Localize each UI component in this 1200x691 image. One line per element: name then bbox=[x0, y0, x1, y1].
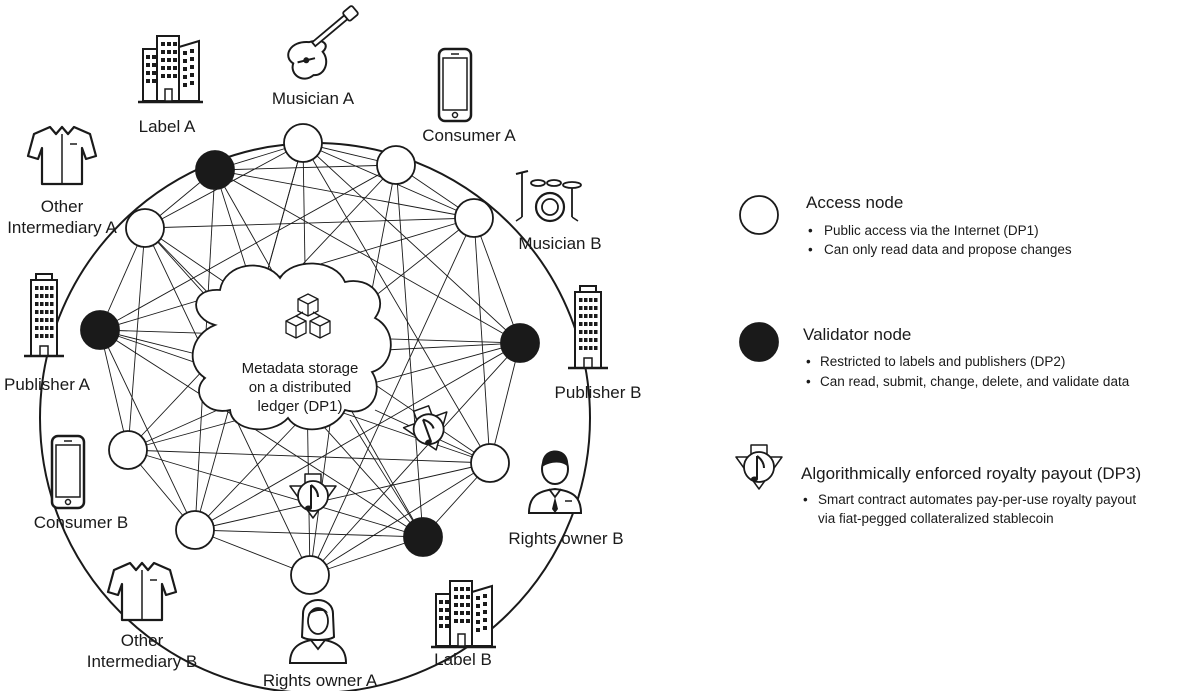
access-node bbox=[125, 208, 165, 248]
legend-access-bullet-dot: • bbox=[808, 242, 813, 257]
label-musician-b: Musician B bbox=[518, 234, 601, 253]
label-other-intermediary-b-line-1: Other bbox=[121, 631, 164, 650]
access-node bbox=[470, 443, 510, 483]
legend-access: Access node • Public access via the Inte… bbox=[739, 193, 1072, 257]
cloud-text-line-1: Metadata storage bbox=[242, 360, 359, 377]
label-label-b: Label B bbox=[434, 650, 492, 669]
ledger-cloud: Metadata storage on a distributed ledger… bbox=[191, 262, 392, 431]
phone-icon-consumer-b bbox=[50, 434, 86, 510]
legend-access-bullet-2: Can only read data and propose changes bbox=[824, 242, 1072, 257]
legend-validator-bullet-dot: • bbox=[806, 354, 811, 369]
cloud-text-line-3: ledger (DP1) bbox=[257, 398, 342, 415]
legend-royalty-bullet-2: via fiat-pegged collateralized stablecoi… bbox=[818, 511, 1054, 526]
businessman-icon bbox=[527, 450, 583, 514]
label-publisher-a: Publisher A bbox=[4, 375, 91, 394]
legend-royalty-bullet-dot: • bbox=[803, 492, 808, 507]
legend: Access node • Public access via the Inte… bbox=[735, 193, 1141, 526]
cloud-text-line-2: on a distributed bbox=[249, 379, 352, 396]
label-publisher-b: Publisher B bbox=[555, 383, 642, 402]
businesswoman-icon bbox=[288, 599, 348, 664]
buildings-icon-label-b bbox=[429, 579, 498, 649]
access-node bbox=[454, 198, 494, 238]
label-rights-owner-b: Rights owner B bbox=[508, 529, 623, 548]
legend-validator: Validator node • Restricted to labels an… bbox=[739, 322, 1130, 389]
legend-validator-bullet-2: Can read, submit, change, delete, and va… bbox=[820, 374, 1130, 389]
legend-access-bullet-dot: • bbox=[808, 223, 813, 238]
access-node bbox=[108, 430, 148, 470]
legend-royalty-title: Algorithmically enforced royalty payout … bbox=[801, 464, 1141, 483]
validator-node bbox=[195, 150, 235, 190]
label-consumer-a: Consumer A bbox=[422, 126, 516, 145]
label-label-a: Label A bbox=[139, 117, 196, 136]
access-node bbox=[175, 510, 215, 550]
buildings-icon-label-a bbox=[136, 34, 205, 104]
legend-validator-title: Validator node bbox=[803, 325, 911, 344]
legend-validator-bullet-dot: • bbox=[806, 374, 811, 389]
label-other-intermediary-a-line-1: Other bbox=[41, 197, 84, 216]
legend-access-node-icon bbox=[739, 195, 779, 235]
cubes-icon bbox=[285, 293, 331, 339]
legend-royalty-icon bbox=[735, 444, 783, 490]
legend-validator-node-icon bbox=[739, 322, 779, 362]
validator-node bbox=[403, 517, 443, 557]
royalty-payout-icon-lower bbox=[289, 473, 337, 519]
building-icon-publisher-b bbox=[566, 284, 610, 370]
legend-access-title: Access node bbox=[806, 193, 903, 212]
access-node bbox=[376, 145, 416, 185]
label-consumer-b: Consumer B bbox=[34, 513, 128, 532]
legend-access-bullet-1: Public access via the Internet (DP1) bbox=[824, 223, 1039, 238]
access-node bbox=[283, 123, 323, 163]
label-other-intermediary-a-line-2: Intermediary A bbox=[7, 218, 117, 237]
phone-icon-consumer-a bbox=[437, 47, 473, 123]
legend-validator-bullet-1: Restricted to labels and publishers (DP2… bbox=[820, 354, 1065, 369]
access-node bbox=[290, 555, 330, 595]
legend-royalty: Algorithmically enforced royalty payout … bbox=[735, 444, 1141, 526]
legend-royalty-bullet-1: Smart contract automates pay-per-use roy… bbox=[818, 492, 1136, 507]
label-musician-a: Musician A bbox=[272, 89, 355, 108]
building-icon-publisher-a bbox=[22, 272, 66, 358]
drums-icon bbox=[515, 170, 582, 223]
guitar-icon bbox=[287, 5, 359, 80]
label-rights-owner-a: Rights owner A bbox=[263, 671, 378, 690]
label-other-intermediary-b-line-2: Intermediary B bbox=[87, 652, 198, 671]
validator-node bbox=[80, 310, 120, 350]
shirt-icon-intermediary-a bbox=[26, 125, 98, 186]
validator-node bbox=[500, 323, 540, 363]
